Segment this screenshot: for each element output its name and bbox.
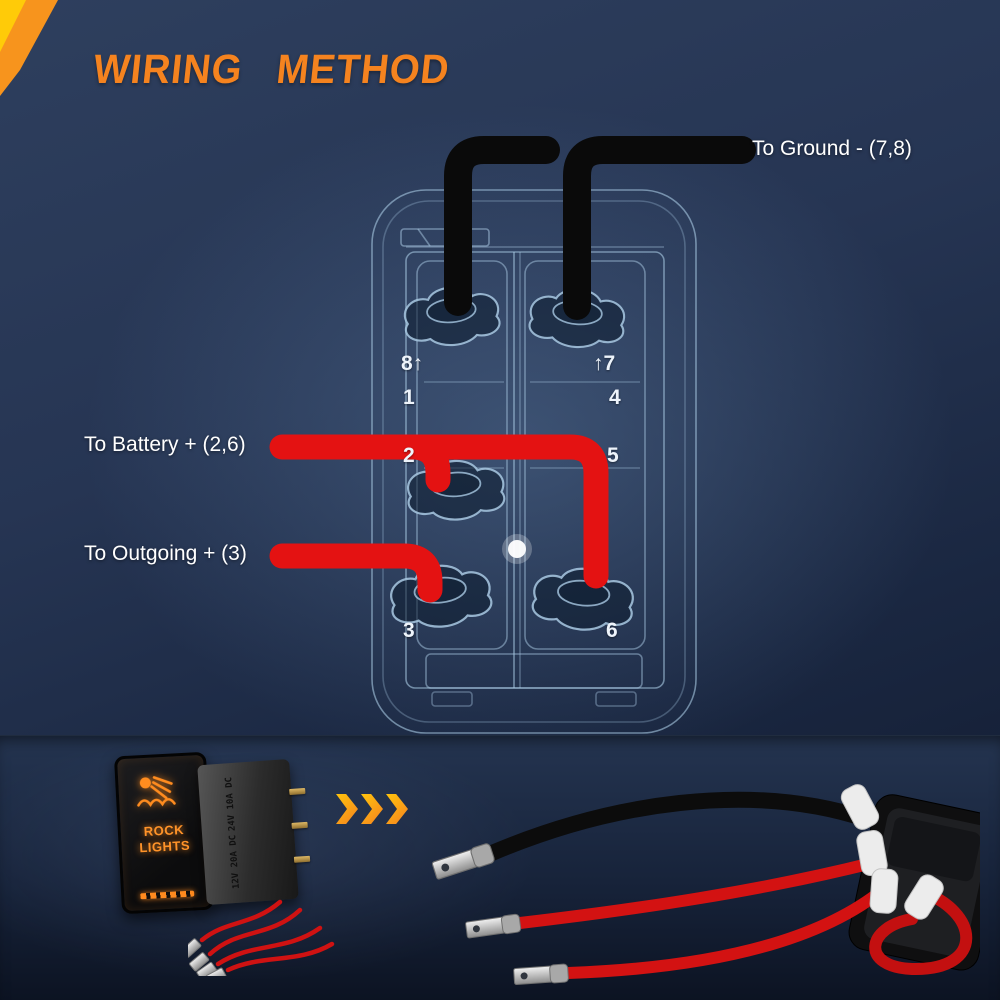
terminal-label-8: 8↑ <box>401 352 424 375</box>
product-photo-band: ROCK LIGHTS 12V 20A DC 24V 10A DC <box>0 735 1000 1000</box>
terminal-label-5: 5 <box>607 444 619 467</box>
switch-pin <box>289 787 306 796</box>
spade-connector <box>464 913 522 940</box>
chevron <box>386 794 408 824</box>
terminal-boots <box>840 784 944 920</box>
photo-red-wire-1 <box>514 857 878 929</box>
outgoing-wire-label: To Outgoing + (3) <box>84 542 247 565</box>
switch-pin <box>293 855 311 863</box>
photo-red-wire-loop <box>869 885 973 976</box>
photo-red-wire-2 <box>562 881 892 979</box>
ground-wire-terminal-7 <box>563 136 756 320</box>
terminal-label-4: 4 <box>609 386 621 409</box>
terminal-label-6: 6 <box>606 619 618 642</box>
terminal-label-1: 1 <box>403 386 415 409</box>
photo-black-wire <box>484 791 874 861</box>
outgoing-wire-terminal-3 <box>269 543 443 603</box>
corner-ribbon <box>0 0 58 96</box>
switch-face-label: ROCK LIGHTS <box>121 821 209 857</box>
center-pivot-dot <box>502 534 532 564</box>
page-title: WIRING METHOD <box>91 46 452 92</box>
wiring-diagram <box>0 0 756 734</box>
terminal-label-3: 3 <box>403 619 415 642</box>
chevron <box>361 794 383 824</box>
wired-switch-photo <box>430 784 980 987</box>
terminal-label-2: 2 <box>403 444 415 467</box>
switch-face-label-line2: LIGHTS <box>139 837 191 856</box>
battery-wire-terminal-2 <box>391 434 451 493</box>
ground-wire-label: To Ground - (7,8) <box>752 137 912 160</box>
terminal-label-7: ↑7 <box>593 352 616 375</box>
battery-wire-label: To Battery + (2,6) <box>84 433 246 456</box>
switch-front-photo: ROCK LIGHTS <box>113 751 215 915</box>
terminal-nut-6 <box>529 563 637 635</box>
spade-connector <box>512 963 570 987</box>
ground-wire-terminal-8 <box>444 136 560 316</box>
switch-pin <box>291 821 308 829</box>
spade-connector <box>430 842 496 882</box>
battery-wire-terminal-6 <box>269 434 609 589</box>
crimp-terminals-photo <box>188 899 335 976</box>
rock-lights-icon <box>127 765 197 816</box>
switch-led-bar <box>140 890 195 900</box>
chevron <box>336 794 358 824</box>
chevron-right-icon <box>336 794 408 824</box>
rating-line2: 24V 10A DC <box>224 777 238 832</box>
switch-wireframe <box>371 189 697 734</box>
